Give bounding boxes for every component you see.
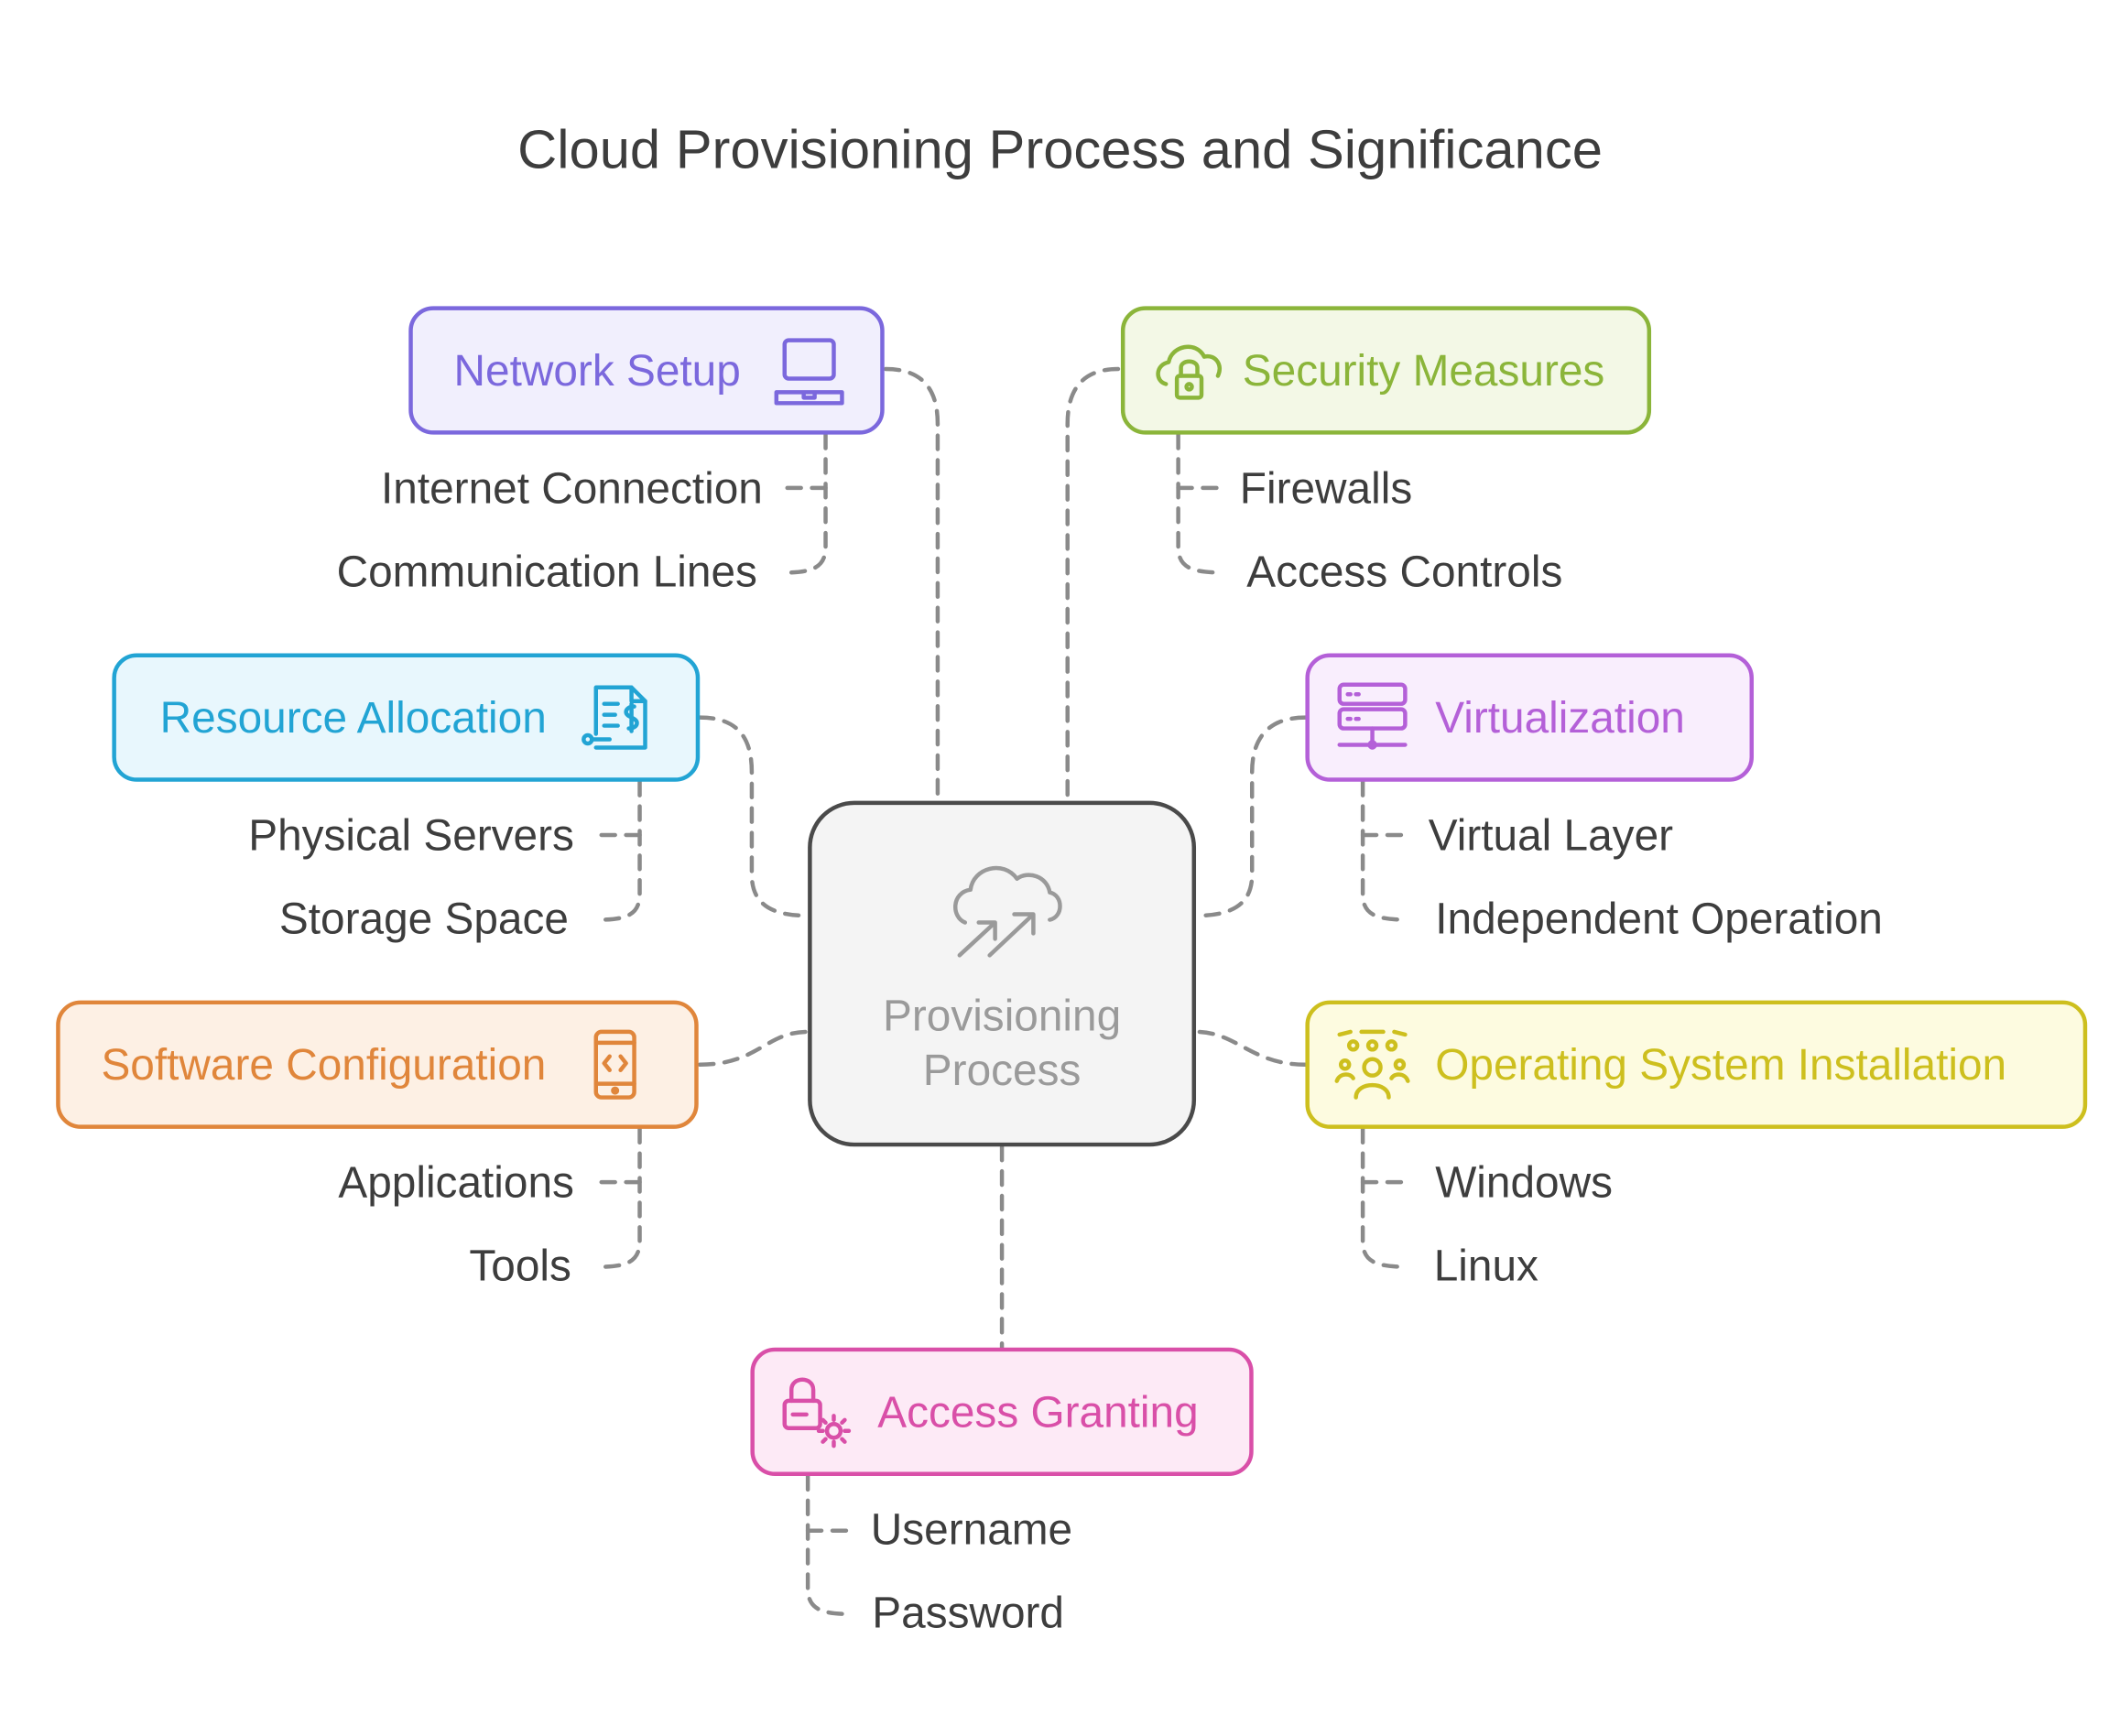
node-operating-system-installation[interactable]: Operating System Installation: [1305, 1000, 2088, 1129]
sub-physical-servers: Physical Servers: [248, 810, 574, 860]
center-label-line1: Provisioning: [882, 991, 1122, 1040]
lock-gear-icon: [782, 1377, 852, 1448]
connector-software: [697, 1029, 810, 1067]
connector-security: [1065, 366, 1121, 803]
node-software-configuration[interactable]: Software Configuration: [56, 1000, 699, 1129]
node-software-configuration-label: Software Configuration: [101, 1039, 547, 1089]
center-node-provisioning-process: Provisioning Process: [808, 800, 1197, 1147]
connector-access-sub: [805, 1473, 853, 1616]
sub-access-controls: Access Controls: [1246, 547, 1563, 596]
connector-virtualization: [1193, 715, 1308, 918]
sub-windows: Windows: [1435, 1157, 1613, 1207]
node-access-granting-label: Access Granting: [877, 1386, 1199, 1436]
connector-security-sub: [1176, 432, 1226, 575]
sub-storage-space: Storage Space: [278, 894, 569, 943]
sub-virtual-layer: Virtual Layer: [1428, 810, 1674, 860]
server-stack-icon: [1337, 682, 1408, 750]
connector-os: [1193, 1029, 1308, 1067]
sub-applications: Applications: [338, 1157, 574, 1207]
connector-resource-sub: [596, 779, 642, 922]
node-network-setup[interactable]: Network Setup: [408, 306, 885, 435]
connector-software-sub: [596, 1126, 642, 1269]
cloud-arrows-icon: [953, 865, 1062, 958]
node-network-setup-label: Network Setup: [453, 344, 741, 395]
sub-internet-connection: Internet Connection: [380, 462, 763, 513]
node-access-granting[interactable]: Access Granting: [750, 1347, 1254, 1477]
laptop-icon: [774, 338, 844, 406]
node-virtualization[interactable]: Virtualization: [1305, 653, 1755, 782]
cloud-lock-icon: [1156, 344, 1223, 400]
sub-linux: Linux: [1433, 1241, 1538, 1291]
sub-tools: Tools: [469, 1241, 571, 1291]
mobile-code-icon: [593, 1029, 636, 1100]
invoice-dollar-icon: [581, 685, 647, 750]
connector-virtualization-sub: [1360, 779, 1410, 922]
connector-resource: [697, 715, 810, 918]
node-resource-allocation-label: Resource Allocation: [159, 692, 547, 742]
team-icon: [1334, 1029, 1410, 1100]
diagram-title: Cloud Provisioning Process and Significa…: [517, 120, 1603, 181]
node-resource-allocation[interactable]: Resource Allocation: [112, 653, 701, 782]
node-security-measures-label: Security Measures: [1242, 344, 1605, 395]
sub-password: Password: [872, 1588, 1064, 1638]
sub-firewalls: Firewalls: [1239, 462, 1413, 513]
center-label-line2: Process: [922, 1045, 1082, 1095]
sub-independent-operation: Independent Operation: [1435, 894, 1883, 943]
connector-network-sub: [781, 432, 828, 575]
node-security-measures[interactable]: Security Measures: [1120, 306, 1652, 435]
connector-network: [883, 366, 940, 803]
node-virtualization-label: Virtualization: [1435, 692, 1685, 742]
sub-username: Username: [870, 1504, 1073, 1555]
node-operating-system-installation-label: Operating System Installation: [1435, 1039, 2007, 1089]
connector-os-sub: [1360, 1126, 1410, 1269]
sub-communication-lines: Communication Lines: [336, 547, 757, 596]
